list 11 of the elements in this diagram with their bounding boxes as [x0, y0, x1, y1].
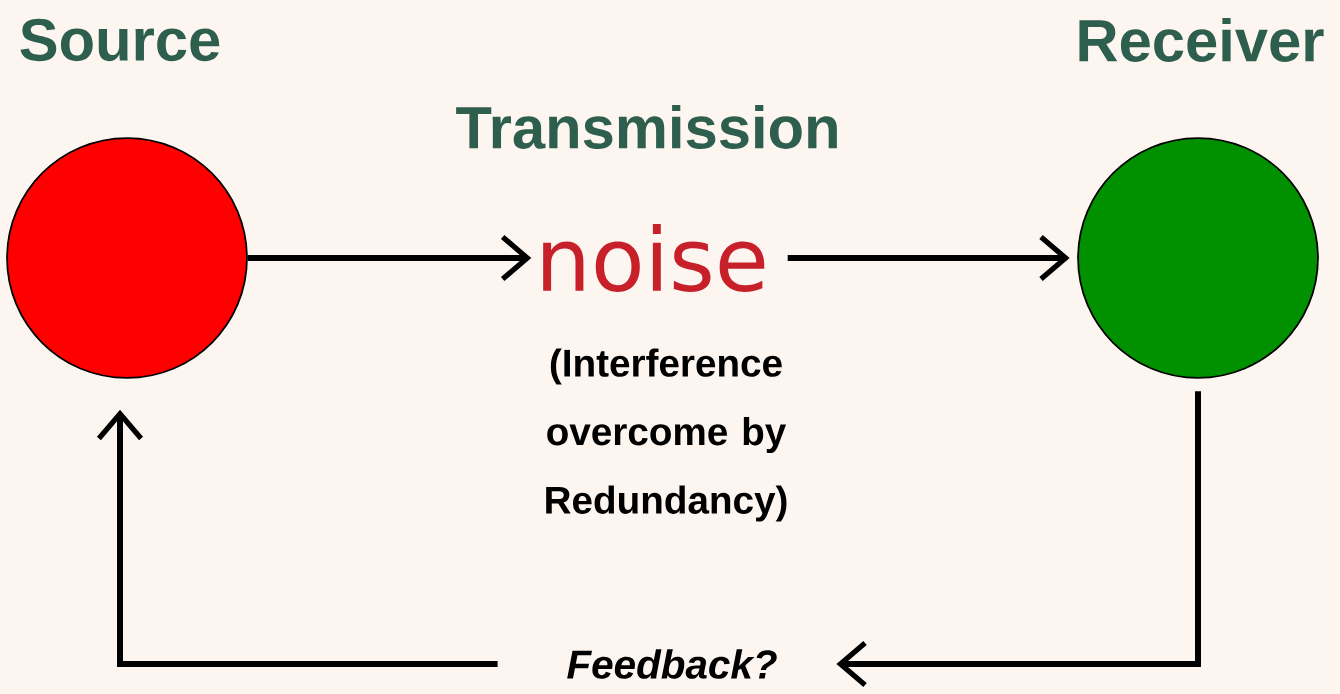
- note-text: (Interference overcome by Redundancy): [546, 348, 787, 522]
- circle-node: Source: [6, 18, 248, 379]
- node-label: Source: [20, 18, 220, 62]
- circle-node: Receiver: [1077, 18, 1324, 379]
- node-label: Receiver: [1079, 18, 1324, 62]
- noise-label: Transmission noise: [456, 105, 837, 292]
- arrow: [787, 234, 1070, 282]
- arrow: [247, 234, 532, 282]
- arrow: [96, 409, 498, 667]
- arrow: [836, 391, 1201, 688]
- feedback-label: Feedback?: [567, 649, 777, 679]
